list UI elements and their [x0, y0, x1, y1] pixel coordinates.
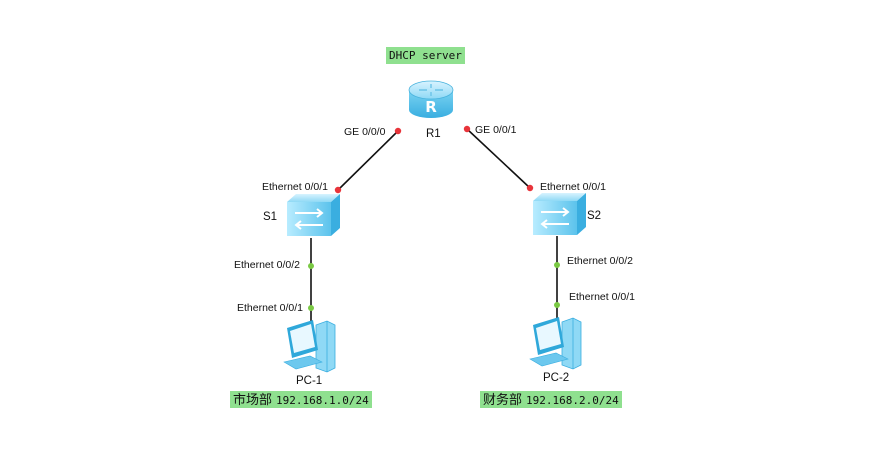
router-icon[interactable]: R	[408, 80, 454, 118]
port-label-s2-e002: Ethernet 0/0/2	[567, 255, 633, 267]
port-label-r1-ge001: GE 0/0/1	[475, 124, 517, 136]
subnet-address: 192.168.2.0/24	[526, 394, 619, 407]
port-label-pc1-e001: Ethernet 0/0/1	[237, 302, 303, 314]
switch-icon[interactable]	[533, 193, 586, 235]
link-r1-s2	[466, 128, 531, 189]
port-label-pc2-e001: Ethernet 0/0/1	[569, 291, 635, 303]
port-dot-pc2-e001	[554, 302, 560, 308]
pc-icon[interactable]	[529, 317, 582, 370]
port-dot-s2-e001	[526, 184, 534, 192]
dhcp-server-tag: DHCP server	[386, 47, 465, 64]
port-dot-r1-ge000	[394, 127, 402, 135]
link-r1-s1	[337, 130, 399, 191]
svg-text:R: R	[425, 98, 437, 116]
port-label-s1-e001: Ethernet 0/0/1	[262, 181, 328, 193]
segment-tag-right: 财务部 192.168.2.0/24	[480, 391, 622, 408]
device-label-s2: S2	[587, 210, 601, 222]
department-name: 财务部	[483, 393, 523, 408]
pc-icon[interactable]	[283, 320, 336, 373]
department-name: 市场部	[233, 393, 273, 408]
port-label-s1-e002: Ethernet 0/0/2	[234, 259, 300, 271]
port-dot-r1-ge001	[463, 125, 471, 133]
port-dot-s1-e001	[334, 186, 342, 194]
port-dot-s1-e002	[308, 263, 314, 269]
segment-tag-left: 市场部 192.168.1.0/24	[230, 391, 372, 408]
port-label-r1-ge000: GE 0/0/0	[344, 126, 386, 138]
device-label-pc1: PC-1	[296, 375, 322, 387]
port-dot-pc1-e001	[308, 305, 314, 311]
device-label-pc2: PC-2	[543, 372, 569, 384]
device-label-r1: R1	[426, 128, 441, 140]
switch-icon[interactable]	[287, 194, 340, 236]
subnet-address: 192.168.1.0/24	[276, 394, 369, 407]
device-label-s1: S1	[263, 211, 277, 223]
port-dot-s2-e002	[554, 262, 560, 268]
port-label-s2-e001: Ethernet 0/0/1	[540, 181, 606, 193]
